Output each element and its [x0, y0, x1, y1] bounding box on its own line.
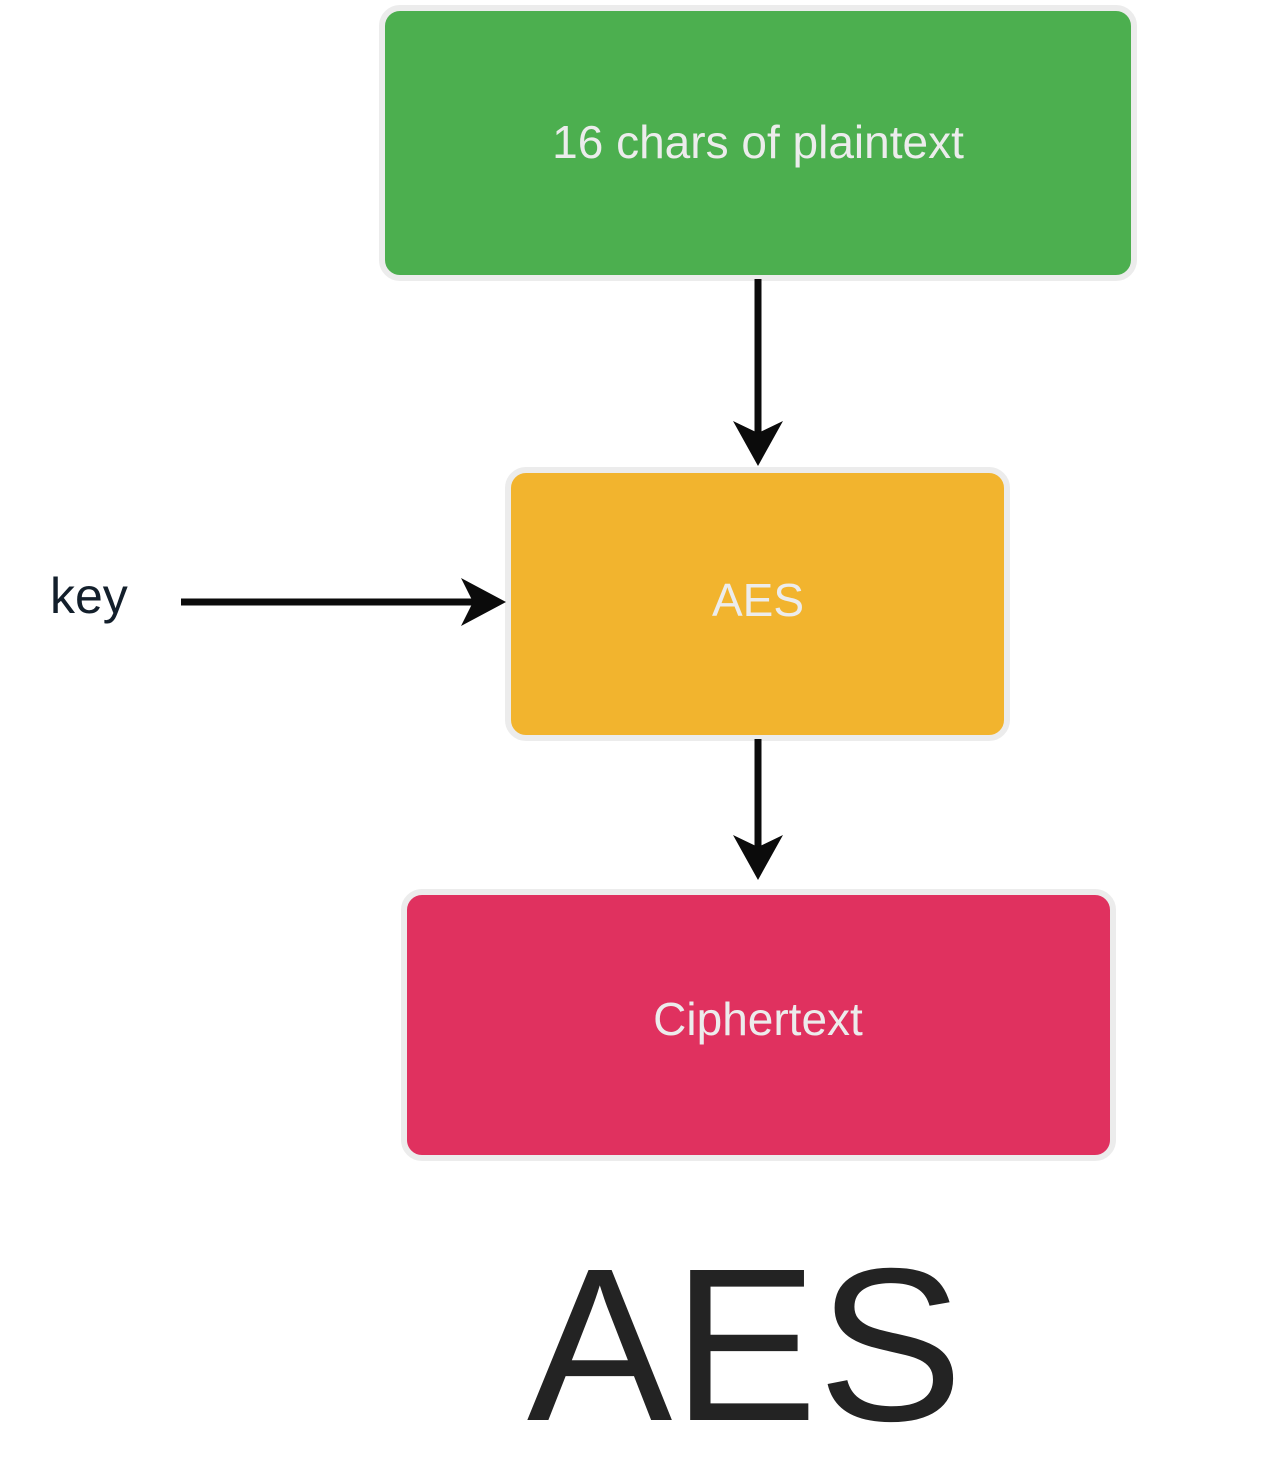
- node-ciphertext-label: Ciphertext: [653, 993, 863, 1045]
- node-plaintext[interactable]: 16 chars of plaintext: [379, 5, 1137, 281]
- node-aes-shape[interactable]: [505, 467, 1010, 741]
- node-aes[interactable]: AES: [505, 467, 1010, 741]
- edge-key-to-aes: key: [50, 568, 506, 626]
- node-plaintext-label: 16 chars of plaintext: [552, 116, 964, 168]
- node-plaintext-shape[interactable]: [379, 5, 1137, 281]
- edge-key-to-aes-arrowhead: [461, 578, 506, 626]
- edge-aes-to-ciphertext: [733, 739, 783, 880]
- edge-plaintext-to-aes-arrowhead: [733, 421, 783, 466]
- node-ciphertext[interactable]: Ciphertext: [401, 889, 1116, 1161]
- node-ciphertext-shape[interactable]: [401, 889, 1116, 1161]
- edge-aes-to-ciphertext-arrowhead: [733, 835, 783, 880]
- diagram-title: AES: [527, 1224, 963, 1467]
- edge-key-label: key: [50, 568, 128, 624]
- edge-plaintext-to-aes: [733, 279, 783, 466]
- node-aes-label: AES: [712, 574, 804, 626]
